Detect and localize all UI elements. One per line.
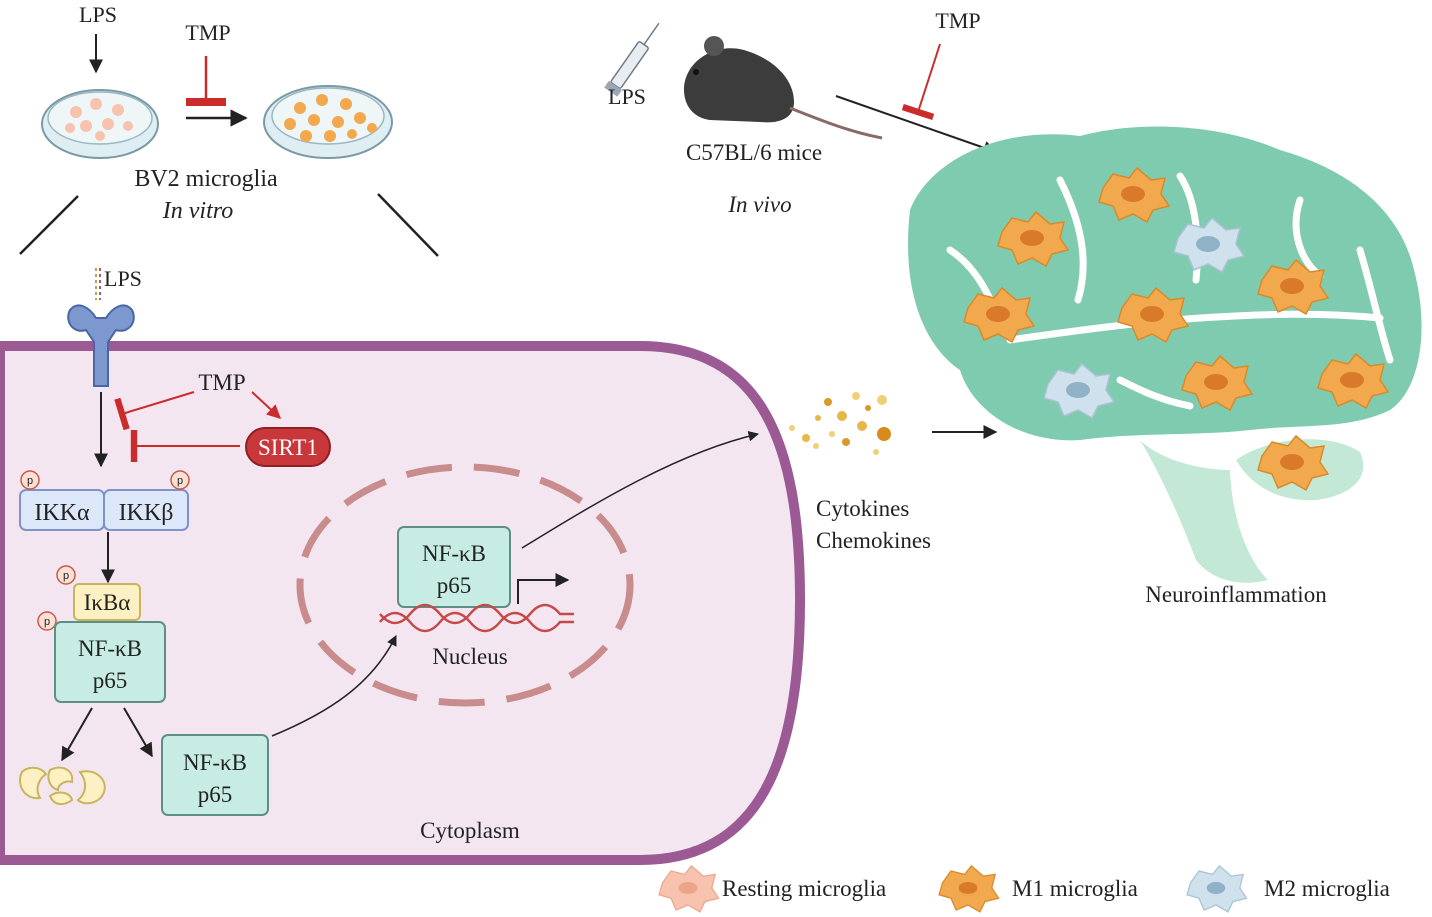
invitro-lps-label: LPS: [79, 2, 117, 27]
cell-tmp-label: TMP: [198, 370, 245, 395]
nfkb-nuclear-line1: NF-κB: [422, 541, 486, 566]
invitro-cell-label: BV2 microglia: [134, 166, 278, 192]
mouse-icon: [684, 36, 883, 140]
invivo-tmp-label: TMP: [935, 8, 980, 33]
tmp-activate-sirt1: [251, 391, 282, 419]
legend: Resting microglia M1 microglia M2 microg…: [658, 865, 1390, 913]
legend-resting-swatch: [658, 865, 720, 913]
phospho-nfkb: p: [44, 616, 50, 628]
cytoplasm-label: Cytoplasm: [420, 818, 520, 843]
nfkb-free-line2: p65: [198, 782, 233, 807]
invitro-panel: LPS TMP BV2 microglia In: [19, 2, 439, 257]
translocation-arrow: [271, 635, 397, 737]
syringe-icon: [604, 22, 660, 97]
neuroinflammation-label: Neuroinflammation: [1145, 582, 1327, 607]
degraded-ikba: [19, 766, 106, 806]
legend-m1-label: M1 microglia: [1012, 876, 1138, 901]
legend-m2-swatch: [1186, 865, 1248, 913]
brain-illustration: [908, 126, 1422, 583]
invivo-panel: LPS C57BL/6 mice In vivo TMP: [604, 8, 998, 217]
invivo-mode-label: In vivo: [727, 192, 791, 217]
nfkb-nuclear: NF-κB p65: [397, 526, 511, 608]
phospho-ikba: p: [63, 570, 69, 582]
phospho-ikka: p: [27, 475, 33, 487]
nucleus-label: Nucleus: [432, 644, 507, 669]
ikba-label: IκBα: [84, 590, 131, 615]
legend-m2-label: M2 microglia: [1264, 876, 1390, 901]
nfkb-bound-line2: p65: [93, 668, 128, 693]
phospho-ikkb: p: [177, 475, 183, 487]
secretion-arrow: [521, 431, 760, 549]
ikba-nfkb-complex: IκBα p p NF-κB p65: [37, 565, 166, 703]
sirt1-node: SIRT1: [245, 427, 331, 467]
cytokines-label: Cytokines: [816, 496, 909, 521]
receptor-lps-label: LPS: [104, 266, 142, 291]
cytokine-particles: [789, 392, 891, 455]
petri-dish-resting: [41, 89, 159, 159]
nfkb-free-line1: NF-κB: [183, 750, 247, 775]
invivo-lps-label: LPS: [608, 84, 646, 109]
brain-microglia: [963, 167, 1389, 491]
legend-m1-swatch: [938, 865, 1000, 913]
invivo-tmp-inhibit: [901, 43, 941, 120]
legend-resting-label: Resting microglia: [722, 876, 886, 901]
nfkb-free: NF-κB p65: [161, 734, 269, 816]
ikk-beta-label: IKKβ: [119, 500, 174, 526]
petri-dish-activated: [263, 85, 393, 159]
chemokines-label: Chemokines: [816, 528, 931, 553]
sirt1-label: SIRT1: [258, 435, 318, 460]
nfkb-bound-line1: NF-κB: [78, 636, 142, 661]
nfkb-nuclear-line2: p65: [437, 573, 472, 598]
ikk-complex: IKKα IKKβ p p: [19, 470, 190, 531]
tlr4-receptor: [67, 268, 135, 387]
tmp-inhibit-receptor: [114, 391, 195, 431]
ikk-alpha-label: IKKα: [34, 500, 90, 526]
transcription-arrow: [517, 573, 570, 604]
invitro-mode-label: In vitro: [162, 198, 233, 224]
invitro-tmp-label: TMP: [185, 20, 230, 45]
nucleus-envelope: [296, 463, 634, 707]
invivo-strain-label: C57BL/6 mice: [686, 140, 822, 165]
dna-helix: [379, 603, 574, 633]
